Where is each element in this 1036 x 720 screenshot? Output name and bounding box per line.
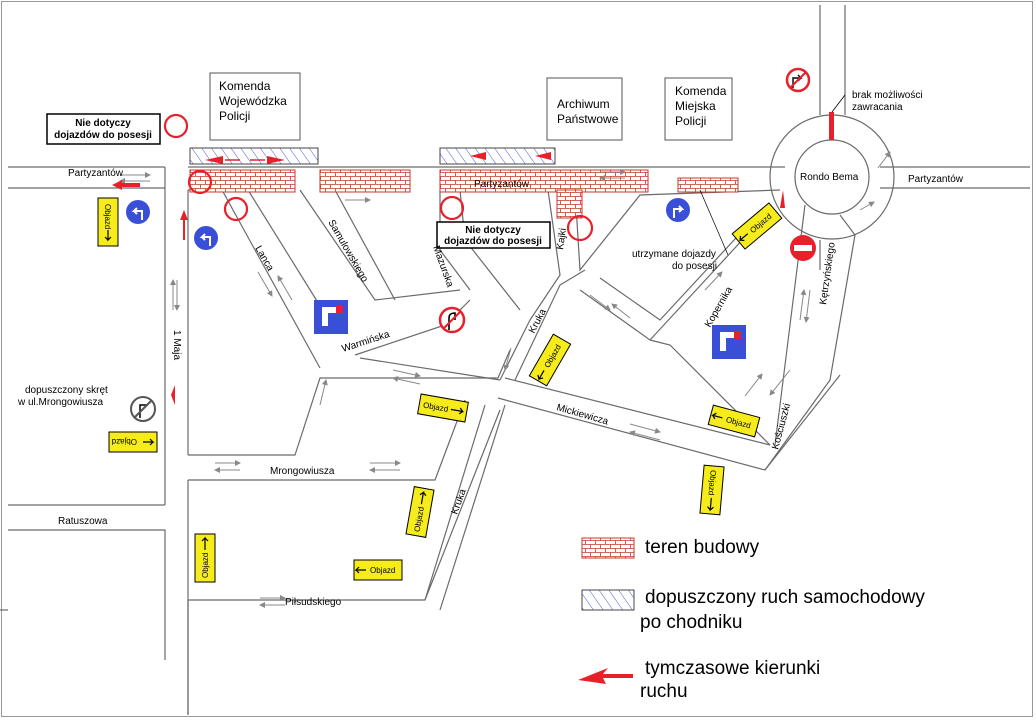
svg-text:Państwowe: Państwowe <box>557 112 619 126</box>
no-entry-circle-5 <box>566 214 594 242</box>
legend-item-temp-direction: tymczasowe kierunki ruchu <box>640 658 820 702</box>
svg-text:po chodniku: po chodniku <box>640 612 742 633</box>
svg-text:do posesji: do posesji <box>672 261 717 272</box>
no-turn-sign-1-maja <box>130 396 156 422</box>
svg-text:Komenda: Komenda <box>675 84 727 98</box>
svg-text:Partyzantów: Partyzantów <box>474 179 530 190</box>
dead-end-sign-kopernika <box>712 325 746 359</box>
svg-text:Kruka: Kruka <box>449 487 468 516</box>
svg-text:Rondo Bema: Rondo Bema <box>800 172 859 183</box>
svg-text:Mazurska: Mazurska <box>430 244 455 289</box>
no-entry-circle-2 <box>187 169 213 195</box>
svg-text:Mrongowiusza: Mrongowiusza <box>270 466 335 477</box>
note-box-mazurska: Nie dotyczy dojazdów do posesji <box>436 221 551 249</box>
mandatory-sign-3 <box>666 198 690 222</box>
svg-text:dopuszczony skręt: dopuszczony skręt <box>25 385 108 396</box>
no-entry-sign <box>790 235 816 261</box>
temp-direction-arrows <box>112 152 785 684</box>
svg-text:dojazdów do posesji: dojazdów do posesji <box>444 236 542 247</box>
svg-text:Kruka: Kruka <box>527 307 549 336</box>
svg-text:utrzymane dojazdy: utrzymane dojazdy <box>632 249 716 260</box>
no-entry-circle-1 <box>163 113 189 139</box>
sidewalk-zone-east <box>439 147 556 165</box>
svg-text:teren budowy: teren budowy <box>645 537 760 558</box>
svg-text:Kajki: Kajki <box>555 227 569 250</box>
legend-item-construction: teren budowy <box>581 537 760 559</box>
svg-text:Partyzantów: Partyzantów <box>68 168 124 179</box>
construction-zone-2 <box>319 169 411 193</box>
svg-text:Wojewódzka: Wojewódzka <box>219 94 287 108</box>
svg-text:Samulowskiego: Samulowskiego <box>325 218 370 285</box>
svg-text:Nie dotyczy: Nie dotyczy <box>465 225 521 236</box>
svg-text:Nie dotyczy: Nie dotyczy <box>75 118 131 129</box>
construction-zone-4 <box>556 189 583 219</box>
note-brak-zawracania: brak możliwości zawracania <box>852 90 923 113</box>
no-turn-sign-mazurska <box>438 306 466 334</box>
svg-text:Komenda: Komenda <box>219 79 271 93</box>
prohibition-signs <box>163 113 594 242</box>
svg-text:Kopernika: Kopernika <box>703 285 735 330</box>
svg-text:brak możliwości: brak możliwości <box>852 90 923 101</box>
note-dopuszczony-skret: dopuszczony skręt w ul.Mrongowiusza <box>17 385 108 408</box>
svg-text:tymczasowe kierunki: tymczasowe kierunki <box>645 658 820 679</box>
traffic-arrows <box>119 151 891 608</box>
svg-text:zawracania: zawracania <box>852 102 903 113</box>
no-entry-circle-3 <box>223 196 249 222</box>
no-uturn-marker <box>829 94 846 140</box>
legend: teren budowy dopuszczony ruch samochodow… <box>581 537 925 702</box>
svg-text:Mickiewicza: Mickiewicza <box>555 402 610 427</box>
svg-text:Ratuszowa: Ratuszowa <box>58 516 108 527</box>
svg-text:w ul.Mrongowiusza: w ul.Mrongowiusza <box>17 397 103 408</box>
road-network <box>0 5 1030 715</box>
svg-text:Objazd: Objazd <box>413 506 426 533</box>
svg-text:Objazd: Objazd <box>112 437 137 446</box>
building-komenda-miejska: Komenda Miejska Policji <box>664 77 733 141</box>
mandatory-sign-1 <box>126 200 150 224</box>
svg-text:Objazd: Objazd <box>103 204 112 229</box>
svg-text:Miejska: Miejska <box>675 99 716 113</box>
svg-text:Lanca: Lanca <box>252 244 275 273</box>
legend-item-sidewalk: dopuszczony ruch samochodowy po chodniku <box>581 587 925 633</box>
svg-text:Piłsudskiego: Piłsudskiego <box>285 597 342 608</box>
svg-text:Policji: Policji <box>675 114 706 128</box>
sidewalk-zone-west <box>189 147 319 165</box>
svg-text:Partyzantów: Partyzantów <box>908 174 964 185</box>
no-entry-circle-4 <box>439 195 465 221</box>
construction-zone-5 <box>677 177 739 193</box>
svg-text:Objazd: Objazd <box>422 401 449 414</box>
note-utrzymane-dojazdy: utrzymane dojazdy do posesji <box>632 189 729 272</box>
note-box-west: Nie dotyczy dojazdów do posesji <box>46 113 161 145</box>
svg-text:ruchu: ruchu <box>640 681 688 702</box>
svg-text:Policji: Policji <box>219 109 250 123</box>
svg-text:dojazdów do posesji: dojazdów do posesji <box>54 130 152 141</box>
svg-text:Objazd: Objazd <box>370 566 395 575</box>
svg-text:Kętrzyńskiego: Kętrzyńskiego <box>818 241 838 305</box>
building-komenda-wojewodzka: Komenda Wojewódzka Policji <box>209 72 301 141</box>
svg-text:Objazd: Objazd <box>707 470 718 496</box>
construction-zone-3 <box>439 169 649 193</box>
no-turn-sign-top <box>785 67 811 93</box>
dead-end-sign-warminska <box>314 300 348 334</box>
svg-text:1 Maja: 1 Maja <box>171 330 182 360</box>
detour-signs: Objazd Objazd Objazd Objazd Objazd Objaz… <box>97 197 783 583</box>
svg-text:Objazd: Objazd <box>201 553 210 578</box>
mandatory-sign-2 <box>194 226 218 250</box>
building-archiwum: Archiwum Państwowe <box>546 77 623 141</box>
svg-text:Archiwum: Archiwum <box>557 97 610 111</box>
svg-text:dopuszczony ruch samochodowy: dopuszczony ruch samochodowy <box>645 587 925 608</box>
svg-text:Kościuszki: Kościuszki <box>770 402 793 450</box>
